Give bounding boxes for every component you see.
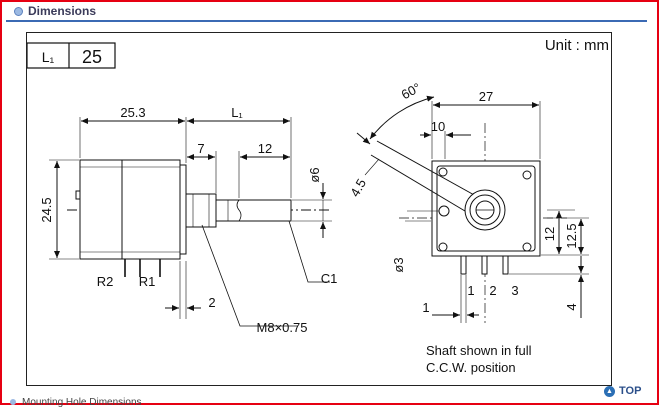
dim-L1: L₁ (231, 105, 243, 120)
label-r2: R2 (97, 274, 114, 289)
section-title: Dimensions (28, 4, 97, 18)
dim-12-shaft: 12 (258, 141, 272, 156)
dim-1: 1 (422, 300, 429, 315)
dim-2: 2 (208, 295, 215, 310)
top-link[interactable]: ▲ TOP (604, 383, 641, 399)
dimension-drawing: L₁ 25 Unit : mm (26, 32, 612, 386)
circle-bullet-icon (10, 399, 16, 406)
param-table-label: L₁ (42, 49, 55, 65)
up-arrow-circle-icon: ▲ (604, 385, 615, 397)
dim-4: 4 (564, 303, 579, 310)
note-line-2: C.C.W. position (426, 360, 516, 375)
label-thread: M8×0.75 (257, 320, 308, 335)
pin-label-1: 1 (467, 283, 474, 298)
circle-bullet-icon (14, 7, 23, 16)
dim-24-5: 24.5 (39, 197, 54, 222)
next-section-title: Mounting Hole Dimensions (22, 397, 142, 408)
dim-4-5: 4.5 (347, 176, 369, 199)
pin-label-3: 3 (511, 283, 518, 298)
drawing-canvas: L₁ 25 Unit : mm (27, 37, 609, 375)
dim-phi6: ø6 (307, 167, 322, 182)
dim-60: 60° (399, 80, 423, 102)
top-link-label: TOP (619, 385, 642, 397)
dim-27: 27 (479, 89, 493, 104)
dim-25-3: 25.3 (120, 105, 145, 120)
dim-10: 10 (431, 119, 445, 134)
dim-12-side: 12 (542, 227, 557, 241)
param-table-value: 25 (82, 47, 102, 67)
label-r1: R1 (139, 274, 156, 289)
dim-12-5: 12.5 (564, 223, 579, 248)
section-header: Dimensions (6, 4, 647, 22)
label-c1: C1 (321, 271, 338, 286)
note-line-1: Shaft shown in full (426, 343, 532, 358)
pin-label-2: 2 (489, 283, 496, 298)
front-view (356, 95, 589, 323)
unit-label: Unit : mm (545, 37, 609, 54)
side-view (49, 117, 332, 327)
param-table: L₁ 25 (27, 42, 116, 69)
dim-7: 7 (197, 141, 204, 156)
dim-phi3: ø3 (391, 257, 406, 272)
next-section-header: Mounting Hole Dimensions (10, 397, 142, 408)
